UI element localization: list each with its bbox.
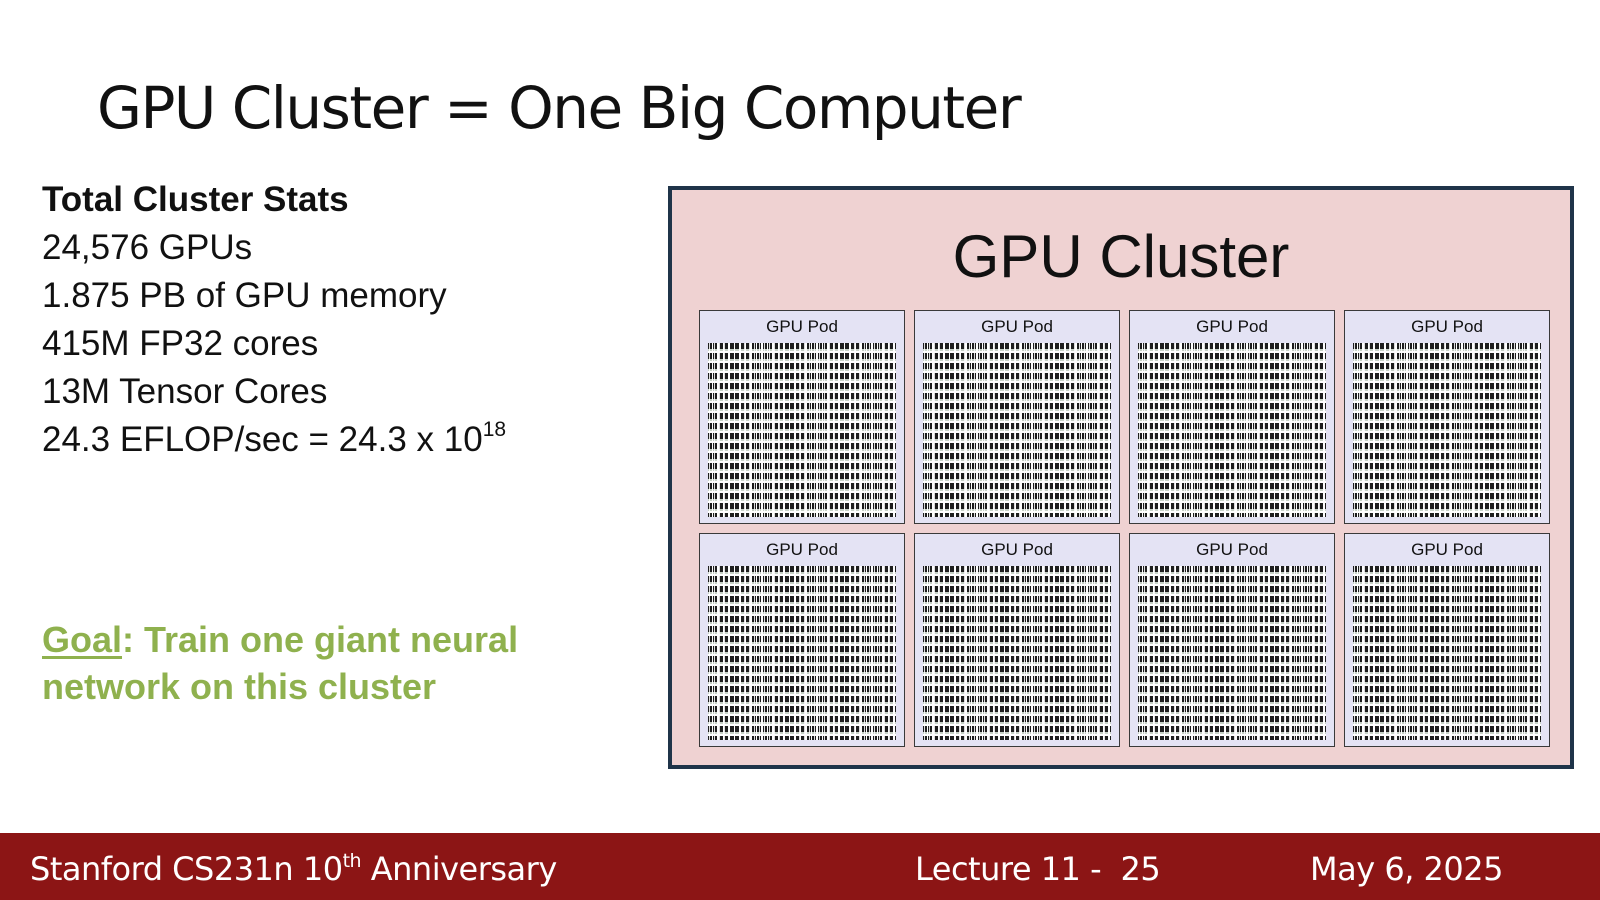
gpu-rack-grid bbox=[708, 343, 896, 517]
gpu-pod: GPU Pod bbox=[914, 533, 1120, 747]
cluster-stats: Total Cluster Stats 24,576 GPUs 1.875 PB… bbox=[42, 176, 506, 464]
gpu-rack-grid bbox=[923, 343, 1111, 517]
gpu-pod-label: GPU Pod bbox=[1411, 540, 1483, 559]
footer-course: Stanford CS231n 10th Anniversary bbox=[30, 849, 557, 889]
gpu-rack-grid bbox=[1138, 566, 1326, 740]
footer-course-suffix: Anniversary bbox=[361, 850, 557, 888]
cluster-title: GPU Cluster bbox=[952, 223, 1290, 290]
footer-bar: Stanford CS231n 10th Anniversary Lecture… bbox=[0, 833, 1600, 900]
gpu-pod-label: GPU Pod bbox=[981, 317, 1053, 336]
stats-heading: Total Cluster Stats bbox=[42, 180, 349, 219]
stat-memory: 1.875 PB of GPU memory bbox=[42, 276, 447, 315]
stat-flops: 24.3 EFLOP/sec = 24.3 x 1018 bbox=[42, 416, 506, 464]
gpu-pod-label: GPU Pod bbox=[766, 540, 838, 559]
gpu-rack-grid bbox=[708, 566, 896, 740]
gpu-pod-label: GPU Pod bbox=[1196, 540, 1268, 559]
stat-flops-exponent: 18 bbox=[482, 418, 507, 441]
gpu-pod: GPU Pod bbox=[914, 310, 1120, 524]
gpu-pod: GPU Pod bbox=[1129, 533, 1335, 747]
gpu-pod-label: GPU Pod bbox=[981, 540, 1053, 559]
goal-text: : Train one giant neural network on this… bbox=[42, 619, 519, 707]
stat-gpus: 24,576 GPUs bbox=[42, 228, 253, 267]
gpu-pod: GPU Pod bbox=[699, 310, 905, 524]
gpu-pod: GPU Pod bbox=[699, 533, 905, 747]
gpu-pod: GPU Pod bbox=[1344, 310, 1550, 524]
gpu-pod: GPU Pod bbox=[1129, 310, 1335, 524]
goal-label: Goal bbox=[42, 619, 123, 660]
gpu-rack-grid bbox=[923, 566, 1111, 740]
gpu-rack-grid bbox=[1138, 343, 1326, 517]
gpu-pod-label: GPU Pod bbox=[1411, 317, 1483, 336]
gpu-pod-label: GPU Pod bbox=[766, 317, 838, 336]
footer-course-prefix: Stanford CS231n 10 bbox=[30, 850, 343, 888]
gpu-rack-grid bbox=[1353, 566, 1541, 740]
footer-lecture: Lecture 11 - 25 bbox=[915, 850, 1161, 888]
stat-flops-text: 24.3 EFLOP/sec = 24.3 x 10 bbox=[42, 420, 483, 459]
gpu-rack-grid bbox=[1353, 343, 1541, 517]
footer-date: May 6, 2025 bbox=[1310, 850, 1503, 888]
slide-title: GPU Cluster = One Big Computer bbox=[97, 74, 1022, 142]
footer-course-superscript: th bbox=[342, 850, 362, 872]
goal-statement: Goal: Train one giant neural network on … bbox=[42, 616, 602, 710]
stat-fp32-cores: 415M FP32 cores bbox=[42, 324, 319, 363]
gpu-pod-grid: GPU Pod GPU Pod GPU Pod GPU Pod GPU Pod … bbox=[699, 310, 1551, 747]
gpu-pod-label: GPU Pod bbox=[1196, 317, 1268, 336]
stat-tensor-cores: 13M Tensor Cores bbox=[42, 372, 328, 411]
gpu-cluster-diagram: GPU Cluster GPU Pod GPU Pod GPU Pod GPU … bbox=[668, 186, 1574, 769]
gpu-pod: GPU Pod bbox=[1344, 533, 1550, 747]
